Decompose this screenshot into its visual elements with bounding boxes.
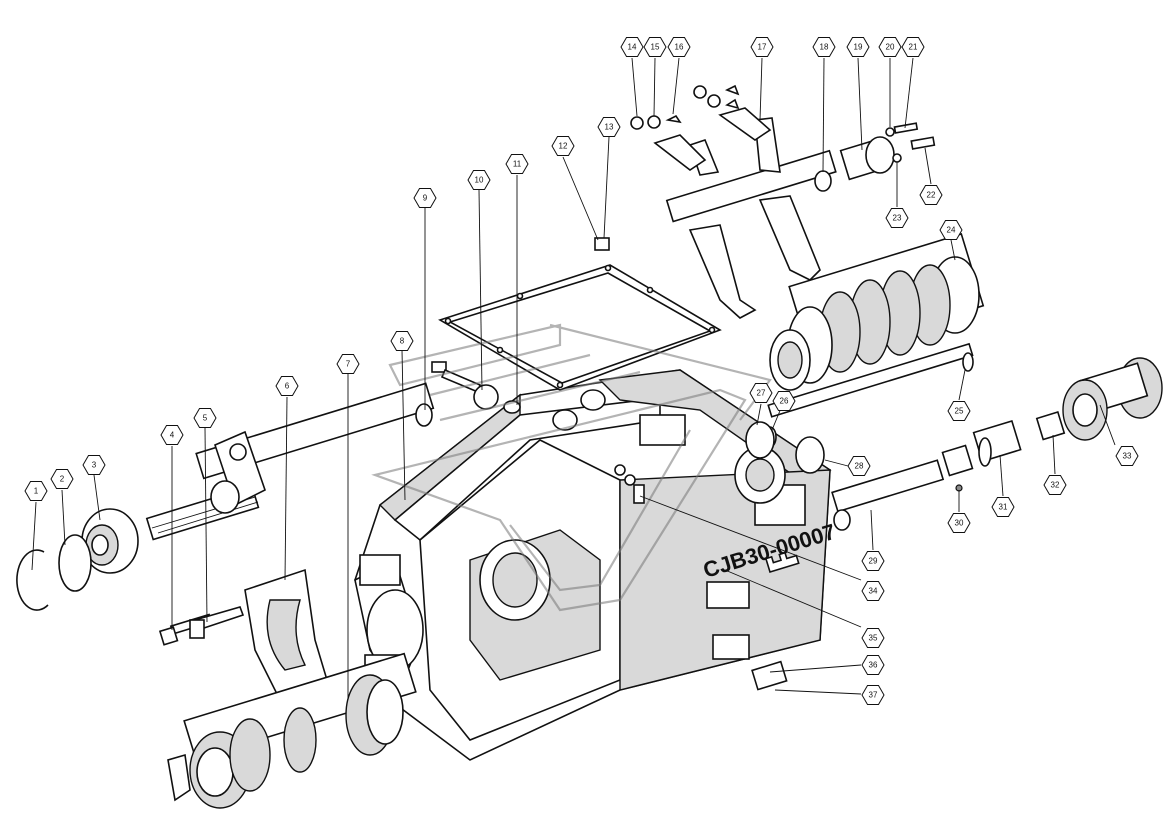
callout-8: 8 [390,331,414,351]
svg-text:23: 23 [893,214,902,223]
watermark-logo [371,323,772,612]
svg-text:32: 32 [1051,481,1060,490]
svg-text:3: 3 [92,461,97,470]
callout-11: 11 [505,154,529,174]
callout-1: 1 [24,481,48,501]
svg-text:22: 22 [927,191,936,200]
callout-23: 23 [885,208,909,228]
svg-text:8: 8 [400,337,405,346]
svg-text:37: 37 [869,691,878,700]
callout-5: 5 [193,408,217,428]
svg-text:12: 12 [559,142,568,151]
callout-37: 37 [861,685,885,705]
callout-34: 34 [861,581,885,601]
callout-17: 17 [750,37,774,57]
pin-29 [831,459,945,531]
svg-text:33: 33 [1123,452,1132,461]
svg-text:19: 19 [854,43,863,52]
countershaft-assembly [167,652,417,809]
svg-text:17: 17 [758,43,767,52]
key-5 [189,606,245,639]
callout-labels: 1 2 3 4 5 6 7 8 9 10 11 12 13 14 15 16 1… [24,37,1139,705]
svg-text:4: 4 [170,431,175,440]
rings-26-28 [745,421,825,474]
callout-20: 20 [878,37,902,57]
svg-text:14: 14 [628,43,637,52]
callout-7: 7 [336,354,360,374]
svg-text:13: 13 [605,123,614,132]
callout-6: 6 [275,376,299,396]
callout-27: 27 [749,383,773,403]
callout-24: 24 [939,220,963,240]
svg-text:21: 21 [909,43,918,52]
input-shaft-assembly [16,382,435,611]
svg-text:7: 7 [346,360,351,369]
callout-2: 2 [50,469,74,489]
gear-33 [1062,357,1163,441]
svg-text:10: 10 [475,176,484,185]
svg-text:29: 29 [869,557,878,566]
fitting-34 [633,484,645,504]
callout-32: 32 [1043,475,1067,495]
callout-36: 36 [861,655,885,675]
main-shaft-gear-cluster [769,232,985,391]
svg-text:16: 16 [675,43,684,52]
callout-29: 29 [861,551,885,571]
svg-text:2: 2 [60,475,65,484]
callout-3: 3 [82,455,106,475]
svg-text:36: 36 [869,661,878,670]
svg-text:28: 28 [855,462,864,471]
callout-4: 4 [160,425,184,445]
svg-text:15: 15 [651,43,660,52]
svg-text:34: 34 [869,587,878,596]
drain-plug-36-37 [751,660,788,691]
callout-9: 9 [413,188,437,208]
threaded-shaft-25 [767,342,974,418]
svg-text:24: 24 [947,226,956,235]
callout-28: 28 [847,456,871,476]
svg-text:9: 9 [423,194,428,203]
callout-22: 22 [919,185,943,205]
callout-19: 19 [846,37,870,57]
svg-text:18: 18 [820,43,829,52]
svg-text:20: 20 [886,43,895,52]
shift-mechanism [594,84,936,319]
svg-text:30: 30 [955,519,964,528]
svg-text:25: 25 [955,407,964,416]
svg-text:31: 31 [999,503,1008,512]
callout-25: 25 [947,401,971,421]
parts-30-32 [941,411,1066,492]
leader-lines [31,57,1116,700]
callout-10: 10 [467,170,491,190]
callout-18: 18 [812,37,836,57]
svg-text:11: 11 [513,160,522,169]
svg-text:26: 26 [780,397,789,406]
bearing-cap-6 [244,568,332,701]
callout-14: 14 [620,37,644,57]
svg-text:5: 5 [203,414,208,423]
callout-15: 15 [643,37,667,57]
svg-text:1: 1 [34,487,39,496]
callout-13: 13 [597,117,621,137]
callout-12: 12 [551,136,575,156]
svg-text:27: 27 [757,389,766,398]
svg-text:6: 6 [285,382,290,391]
callout-31: 31 [991,497,1015,517]
housing-logo [764,551,800,573]
callout-33: 33 [1115,446,1139,466]
callout-30: 30 [947,513,971,533]
callout-16: 16 [667,37,691,57]
callout-26: 26 [772,391,796,411]
callout-21: 21 [901,37,925,57]
svg-text:35: 35 [869,634,878,643]
callout-35: 35 [861,628,885,648]
